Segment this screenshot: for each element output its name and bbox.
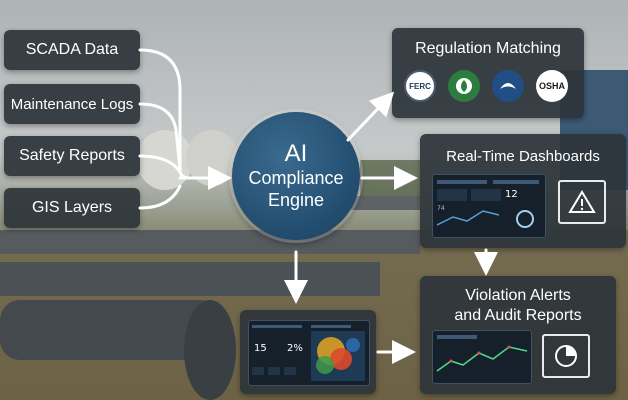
maintenance-logs-box: Maintenance Logs (4, 84, 140, 124)
regulation-matching-title: Regulation Matching (415, 40, 561, 57)
engine-label-line3: Engine (267, 190, 325, 210)
arrow-maintenance-to-engine (138, 102, 182, 172)
arrow-gis-to-engine (138, 184, 182, 210)
scada-data-label: SCADA Data (25, 41, 119, 58)
ferc-seal-icon: FERC (404, 70, 436, 102)
epa-logo-icon (448, 70, 480, 102)
arrow-engine-to-regulation (346, 91, 395, 142)
osha-logo-icon: OSHA (536, 70, 568, 102)
violation-alerts-panel: Violation Alerts and Audit Reports (420, 276, 616, 394)
engine-label-line1: AI (284, 140, 308, 167)
scada-data-box: SCADA Data (4, 30, 140, 70)
warning-triangle-icon (558, 180, 606, 224)
pie-chart-report-icon (542, 334, 590, 378)
gis-layers-box: GIS Layers (4, 188, 140, 228)
noaa-logo-icon (492, 70, 524, 102)
heatmap-metric-1: 15 (254, 343, 267, 354)
safety-reports-label: Safety Reports (19, 147, 125, 164)
real-time-dashboards-panel: Real-Time Dashboards 12 74 (420, 134, 626, 248)
violation-alerts-title-line1: Violation Alerts (465, 287, 571, 304)
audit-report-screen-thumbnail (432, 330, 532, 384)
maintenance-logs-label: Maintenance Logs (10, 95, 134, 113)
heatmap-metric-2: 2% (287, 343, 303, 354)
engine-label-line2: Compliance (248, 168, 344, 188)
dashboard-screen-thumbnail: 12 74 (432, 174, 546, 238)
real-time-dashboards-title: Real-Time Dashboards (446, 148, 600, 165)
safety-reports-box: Safety Reports (4, 136, 140, 176)
osha-logo-text: OSHA (538, 81, 565, 91)
violation-alerts-title-line2: and Audit Reports (454, 307, 582, 324)
heatmap-dashboard-panel: 15 2% (240, 310, 376, 394)
gis-layers-label: GIS Layers (31, 199, 113, 216)
regulation-matching-panel: Regulation Matching FERC OSHA (392, 28, 584, 118)
arrow-safety-to-engine (138, 154, 182, 174)
ai-compliance-engine: AI Compliance Engine (232, 112, 360, 240)
dashboard-metric-2: 74 (437, 205, 445, 212)
heatmap-screen-thumbnail: 15 2% (248, 320, 370, 386)
dashboard-metric-1: 12 (505, 189, 518, 200)
ferc-seal-text: FERC (409, 81, 431, 91)
